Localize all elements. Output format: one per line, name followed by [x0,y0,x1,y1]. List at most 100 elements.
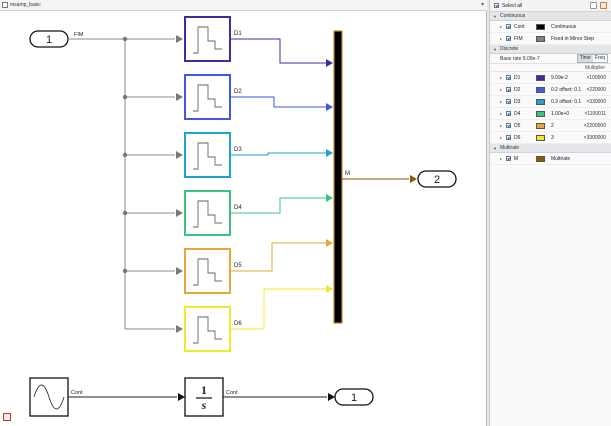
rate-checkbox[interactable] [506,111,511,116]
zoh-block-d4[interactable] [184,190,231,236]
base-rate-label: Base rate 9.09e-7 [500,55,540,62]
arrowhead-fim-branch [176,93,183,101]
rate-description: Continuous [551,23,577,30]
expand-icon[interactable]: ▸ [500,75,503,80]
multirate-section-header[interactable]: ▼ Multirate [490,144,611,153]
signal-label-d4: D4 [234,205,242,211]
color-swatch[interactable] [536,155,545,162]
rate-description: 9.09e-2 [551,74,568,81]
rate-checkbox[interactable] [506,99,511,104]
expand-icon[interactable]: ▸ [500,24,503,29]
expand-icon[interactable]: ▸ [500,99,503,104]
color-swatch[interactable] [536,35,545,42]
expand-icon[interactable]: ▸ [500,111,503,116]
select-all-checkbox[interactable] [494,3,499,8]
zoh-block-d2[interactable] [184,74,231,120]
time-toggle[interactable]: Time [577,55,593,62]
arrowhead-cont-out [328,393,335,401]
rate-checkbox[interactable] [506,87,511,92]
rate-checkbox[interactable] [506,75,511,80]
color-swatch[interactable] [536,74,545,81]
signal-label-m: M [345,171,350,177]
rate-description: 0.3 offset: 0.1 [551,98,581,105]
outport-cont-label: 1 [351,392,357,404]
signal-line-d5 [230,242,327,272]
highlight-icon[interactable] [590,2,597,9]
arrowhead-fim [176,35,183,43]
select-all-row[interactable]: Select all [490,0,611,12]
arrowhead-fim-branch [176,151,183,159]
legend-settings-icon[interactable] [600,2,607,9]
arrowhead-d4 [326,194,333,202]
arrowhead-d1 [326,59,333,67]
freq-toggle[interactable]: Freq [594,55,605,61]
integrator-block[interactable] [184,377,224,417]
legend-row-d3[interactable]: ▸ D3 0.3 offset: 0.1 ×330000 [490,96,611,108]
color-swatch[interactable] [536,110,545,117]
expand-icon[interactable]: ▸ [500,36,503,41]
rate-description: 2 [551,122,554,129]
signal-label-d6: D6 [234,321,242,327]
zoh-block-d5[interactable] [184,248,231,294]
color-swatch[interactable] [536,86,545,93]
staircase-icon [193,84,222,112]
signal-line-d4 [230,197,327,214]
color-swatch[interactable] [536,23,545,30]
outport-cont[interactable] [334,388,374,406]
continuous-section-header[interactable]: ▼ Continuous [490,12,611,21]
expand-icon[interactable]: ▸ [500,135,503,140]
sine-wave-icon [33,384,65,410]
continuous-header-label: Continuous [499,13,526,19]
collapse-icon[interactable]: ▼ [493,13,497,19]
hide-panel-icon[interactable] [3,413,11,421]
rate-checkbox[interactable] [506,156,511,161]
multirate-header-label: Multirate [499,145,520,151]
time-freq-toggle[interactable]: Time Freq [576,54,608,63]
discrete-section-header[interactable]: ▼ Discrete [490,45,611,54]
rate-multiplier: ×100000 [586,74,606,81]
arrowhead-fim-branch [176,325,183,333]
staircase-icon [193,26,222,54]
rate-description: 1.00e+0 [551,110,570,117]
staircase-icon [193,142,222,170]
zoh-block-d1[interactable] [184,16,231,62]
expand-icon[interactable]: ▸ [500,87,503,92]
rate-checkbox[interactable] [506,24,511,29]
rate-checkbox[interactable] [506,36,511,41]
zoh-block-d3[interactable] [184,132,231,178]
rate-name: D2 [514,86,521,93]
multiplier-header: Multiplier [490,64,611,72]
rate-multiplier: ×3300000 [583,134,606,141]
color-swatch[interactable] [536,122,545,129]
zoh-block-d6[interactable] [184,306,231,352]
rate-multiplier: ×1100011 [584,110,606,117]
expand-icon[interactable]: ▸ [500,123,503,128]
breadcrumb-model-name[interactable]: msamp_basic [10,2,41,8]
color-swatch[interactable] [536,98,545,105]
chevron-down-icon[interactable]: ▾ [480,2,484,8]
rate-checkbox[interactable] [506,135,511,140]
color-swatch[interactable] [536,134,545,141]
collapse-icon[interactable]: ▼ [493,145,497,151]
expand-icon[interactable]: ▸ [500,156,503,161]
rate-multiplier: ×330000 [586,98,606,105]
mux-block[interactable] [333,30,343,324]
base-rate-row: Base rate 9.09e-7 Time Freq [490,54,611,64]
collapse-icon[interactable]: ▼ [493,46,497,52]
signal-line-d6 [230,288,327,330]
rate-name: D3 [514,98,521,105]
rate-checkbox[interactable] [506,123,511,128]
outport-m[interactable] [417,170,457,188]
